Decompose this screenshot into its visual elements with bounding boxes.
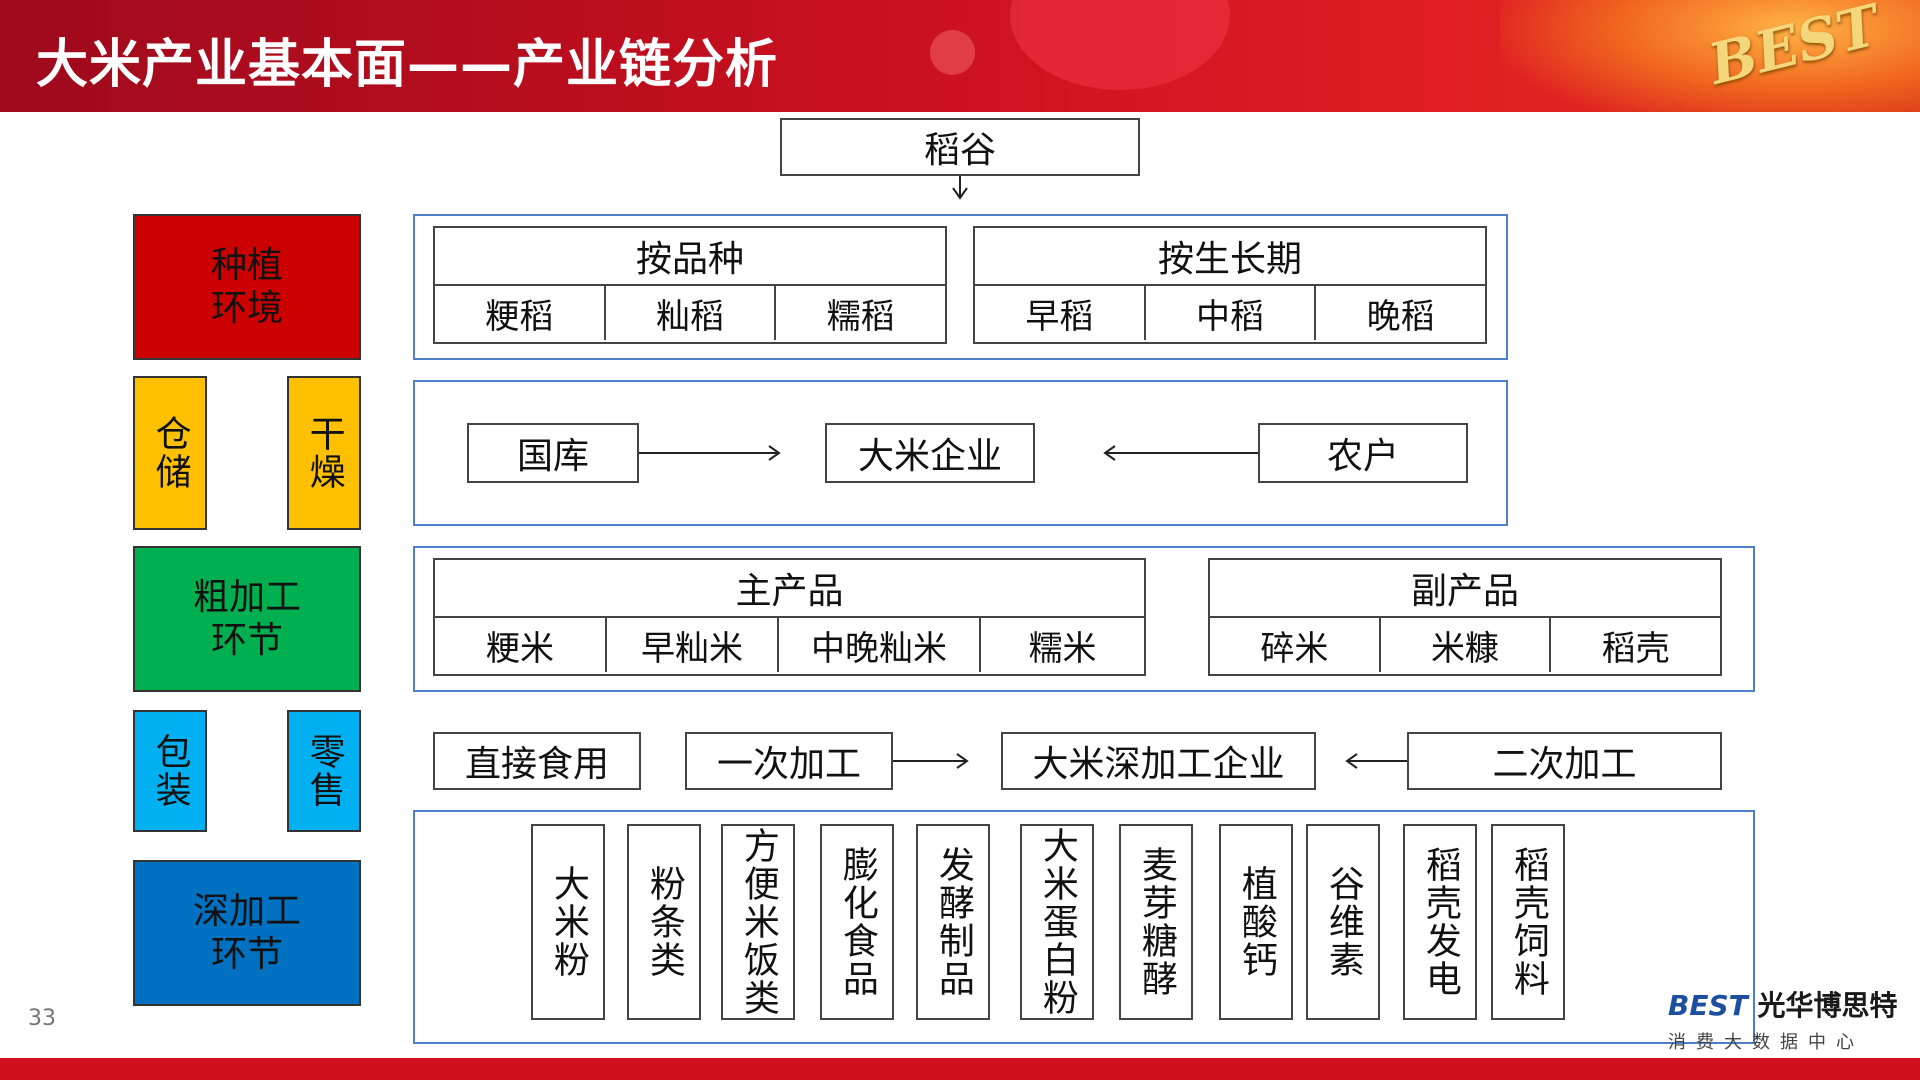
variety-cell: 粳稻 xyxy=(435,286,606,340)
grid-title: 按品种 xyxy=(435,228,945,286)
node-direct-consumption: 直接食用 xyxy=(433,732,641,790)
deep-product-box: 植酸钙 xyxy=(1219,824,1293,1020)
side-packaging: 包装 xyxy=(133,710,207,832)
growth-cell: 早稻 xyxy=(975,286,1146,340)
grid-main-products: 主产品 粳米 早籼米 中晚籼米 糯米 xyxy=(433,558,1146,676)
side-retail: 零售 xyxy=(287,710,361,832)
growth-cell: 中稻 xyxy=(1146,286,1317,340)
grid-by-growth: 按生长期 早稻 中稻 晚稻 xyxy=(973,226,1487,344)
grid-title: 副产品 xyxy=(1210,560,1720,618)
side-planting: 种植环境 xyxy=(133,214,361,360)
decor-circle xyxy=(1010,0,1230,90)
deep-product-box: 稻壳饲料 xyxy=(1491,824,1565,1020)
side-drying: 干燥 xyxy=(287,376,361,530)
deep-product-box: 粉条类 xyxy=(627,824,701,1020)
arrow-down-icon xyxy=(952,176,968,200)
by-product-cell: 稻壳 xyxy=(1601,628,1670,669)
grid-by-variety: 按品种 粳稻 籼稻 糯稻 xyxy=(433,226,947,344)
brand-chinese-name: 光华博思特 xyxy=(1757,989,1898,1022)
side-storage-label: 仓储 xyxy=(149,415,191,491)
variety-cell: 糯稻 xyxy=(826,296,895,337)
main-product-cell: 粳米 xyxy=(435,618,607,672)
side-storage: 仓储 xyxy=(133,376,207,530)
side-rough-processing: 粗加工环节 xyxy=(133,546,361,692)
node-state-reserve: 国库 xyxy=(467,423,639,483)
side-deep-label: 深加工环节 xyxy=(192,890,301,975)
deep-product-box: 麦芽糖酵 xyxy=(1119,824,1193,1020)
footer-bar xyxy=(0,1058,1920,1080)
node-secondary-processing: 二次加工 xyxy=(1407,732,1722,790)
deep-product-box: 稻壳发电 xyxy=(1403,824,1477,1020)
grid-by-products: 副产品 碎米 米糠 稻壳 xyxy=(1208,558,1722,676)
deep-product-box: 大米蛋白粉 xyxy=(1020,824,1094,1020)
deep-product-box: 发酵制品 xyxy=(916,824,990,1020)
page-title: 大米产业基本面——产业链分析 xyxy=(36,35,779,95)
header-banner: 大米产业基本面——产业链分析 BEST xyxy=(0,0,1920,112)
side-rough-label: 粗加工环节 xyxy=(192,576,301,661)
arrow-right-icon xyxy=(893,753,969,769)
by-product-cell: 米糠 xyxy=(1381,618,1552,672)
deep-product-box: 谷维素 xyxy=(1306,824,1380,1020)
node-deep-processing-enterprise: 大米深加工企业 xyxy=(1001,732,1316,790)
brand-best: BEST xyxy=(1668,989,1748,1022)
by-product-cell: 碎米 xyxy=(1210,618,1381,672)
brand-name: BEST 光华博思特 xyxy=(1668,984,1908,1024)
side-packaging-label: 包装 xyxy=(149,733,191,809)
side-planting-label: 种植环境 xyxy=(210,244,283,329)
side-drying-label: 干燥 xyxy=(303,415,345,491)
brand-subtitle: 消费大数据中心 xyxy=(1668,1032,1864,1053)
decor-circle xyxy=(930,30,975,75)
side-deep-processing: 深加工环节 xyxy=(133,860,361,1006)
arrow-left-icon xyxy=(1345,753,1407,769)
grid-title: 按生长期 xyxy=(975,228,1485,286)
growth-cell: 晚稻 xyxy=(1366,296,1435,337)
node-rice-grain: 稻谷 xyxy=(780,118,1140,176)
page-number: 33 xyxy=(28,1006,56,1031)
main-product-cell: 糯米 xyxy=(1028,628,1097,669)
main-product-cell: 早籼米 xyxy=(607,618,779,672)
brand-logo: BEST 光华博思特 消费大数据中心 xyxy=(1668,984,1908,1054)
deep-product-box: 膨化食品 xyxy=(820,824,894,1020)
side-retail-label: 零售 xyxy=(303,733,345,809)
node-primary-processing: 一次加工 xyxy=(685,732,893,790)
node-farmers: 农户 xyxy=(1258,423,1468,483)
deep-product-box: 方便米饭类 xyxy=(721,824,795,1020)
main-product-cell: 中晚籼米 xyxy=(779,618,981,672)
deep-product-box: 大米粉 xyxy=(531,824,605,1020)
decor-glow xyxy=(1500,0,1920,112)
grid-title: 主产品 xyxy=(435,560,1144,618)
variety-cell: 籼稻 xyxy=(606,286,777,340)
node-rice-enterprise: 大米企业 xyxy=(825,423,1035,483)
